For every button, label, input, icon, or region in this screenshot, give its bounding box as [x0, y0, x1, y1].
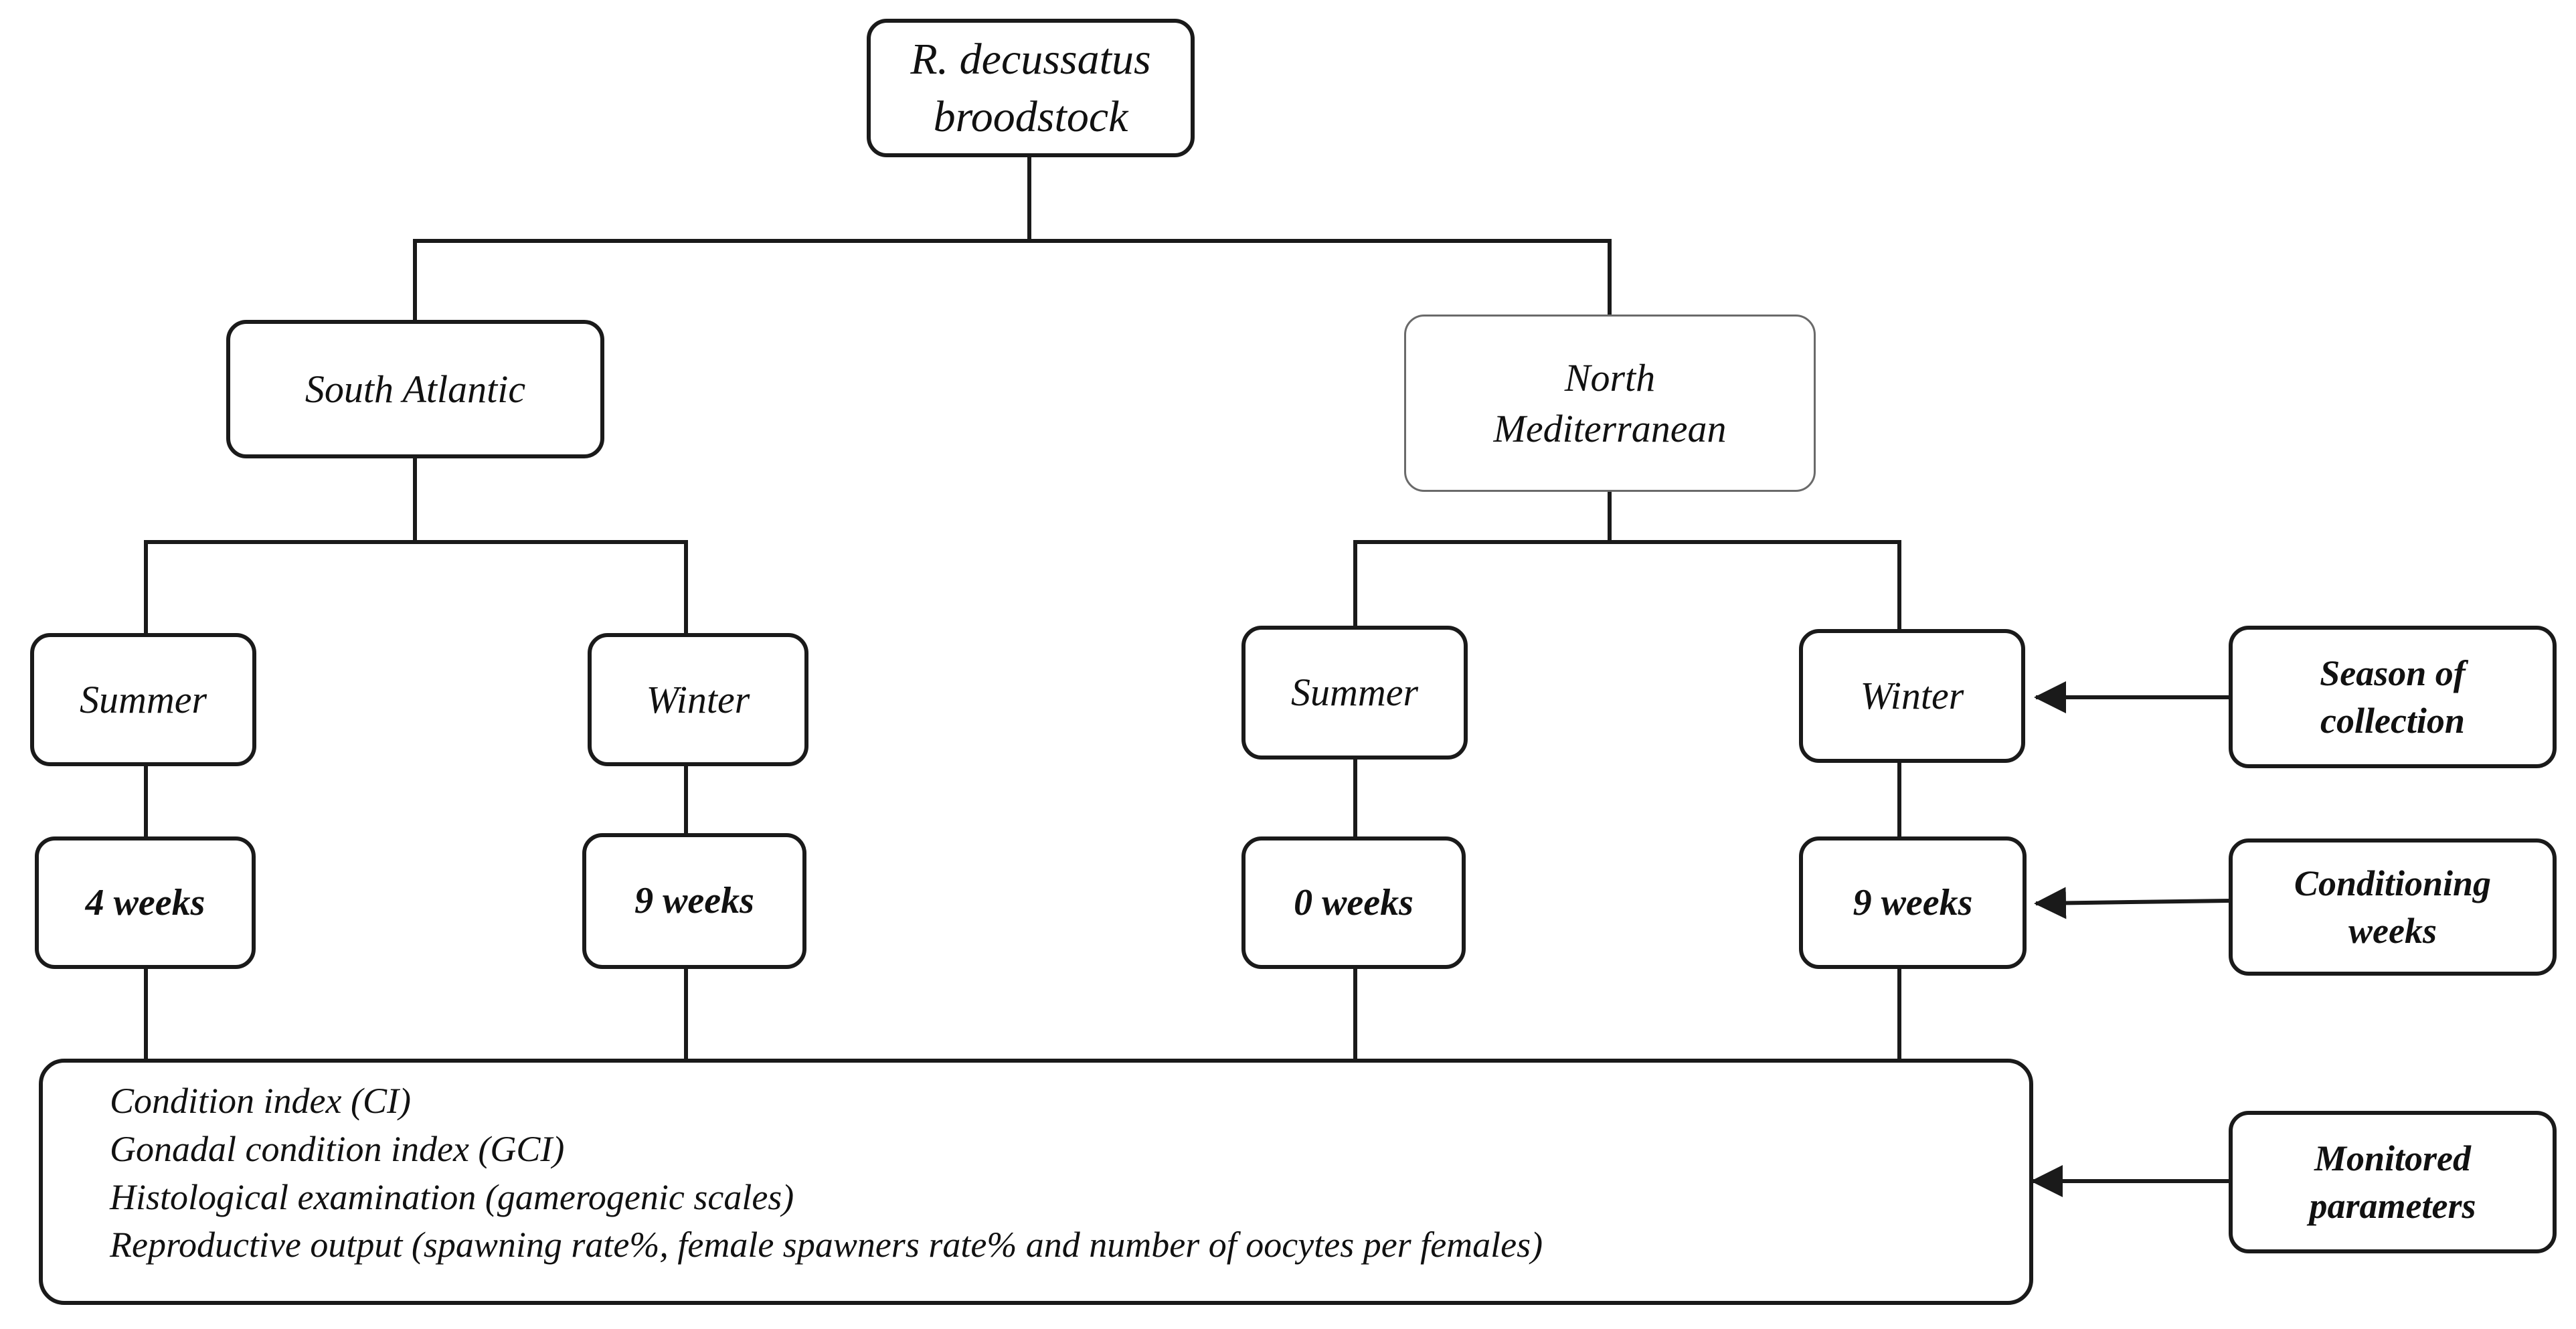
nm-summer-node: Summer [1241, 626, 1468, 760]
nm-winter-label: Winter [1860, 674, 1964, 718]
legend-season-of-collection-node: Season of collection [2229, 626, 2557, 768]
root-broodstock-label: R. decussatus broodstock [910, 34, 1151, 141]
legend-monitored-parameters-label: Monitored parameters [2309, 1138, 2476, 1226]
nm-winter-weeks-label: 9 weeks [1853, 881, 1973, 923]
nm-summer-weeks-label: 0 weeks [1294, 881, 1413, 923]
sa-summer-label: Summer [79, 677, 207, 721]
nm-summer-label: Summer [1290, 671, 1419, 715]
region-north-mediterranean-node: North Mediterranean [1404, 315, 1816, 492]
sa-summer-node: Summer [30, 633, 256, 766]
nm-winter-weeks-node: 9 weeks [1799, 836, 2027, 969]
legend-conditioning-weeks-label: Conditioning weeks [2294, 863, 2492, 951]
root-broodstock-node: R. decussatus broodstock [867, 19, 1195, 157]
legend-monitored-parameters-node: Monitored parameters [2229, 1111, 2557, 1253]
nm-summer-weeks-node: 0 weeks [1241, 836, 1466, 969]
legend-conditioning-weeks-node: Conditioning weeks [2229, 838, 2557, 976]
region-south-atlantic-node: South Atlantic [226, 320, 604, 458]
legend-season-of-collection-label: Season of collection [2320, 653, 2466, 741]
sa-summer-weeks-node: 4 weeks [35, 836, 256, 969]
parameter-condition-index: Condition index (CI) [110, 1081, 411, 1121]
region-south-atlantic-label: South Atlantic [305, 367, 526, 411]
nm-winter-node: Winter [1799, 629, 2025, 763]
parameter-reproductive-output: Reproductive output (spawning rate%, fem… [110, 1225, 1543, 1265]
conditioning-legend-arrow [2034, 887, 2231, 919]
sa-winter-weeks-node: 9 weeks [582, 833, 806, 969]
parameter-histological-examination: Histological examination (gamerogenic sc… [110, 1176, 794, 1217]
sa-winter-label: Winter [646, 677, 750, 721]
monitored-parameters-box: Condition index (CI) Gonadal condition i… [39, 1059, 2033, 1305]
sa-summer-weeks-label: 4 weeks [85, 881, 205, 923]
region-north-mediterranean-label: North Mediterranean [1493, 356, 1727, 450]
parameter-gonadal-condition-index: Gonadal condition index (GCI) [110, 1128, 565, 1169]
sa-winter-weeks-label: 9 weeks [634, 880, 754, 922]
sa-winter-node: Winter [588, 633, 808, 766]
